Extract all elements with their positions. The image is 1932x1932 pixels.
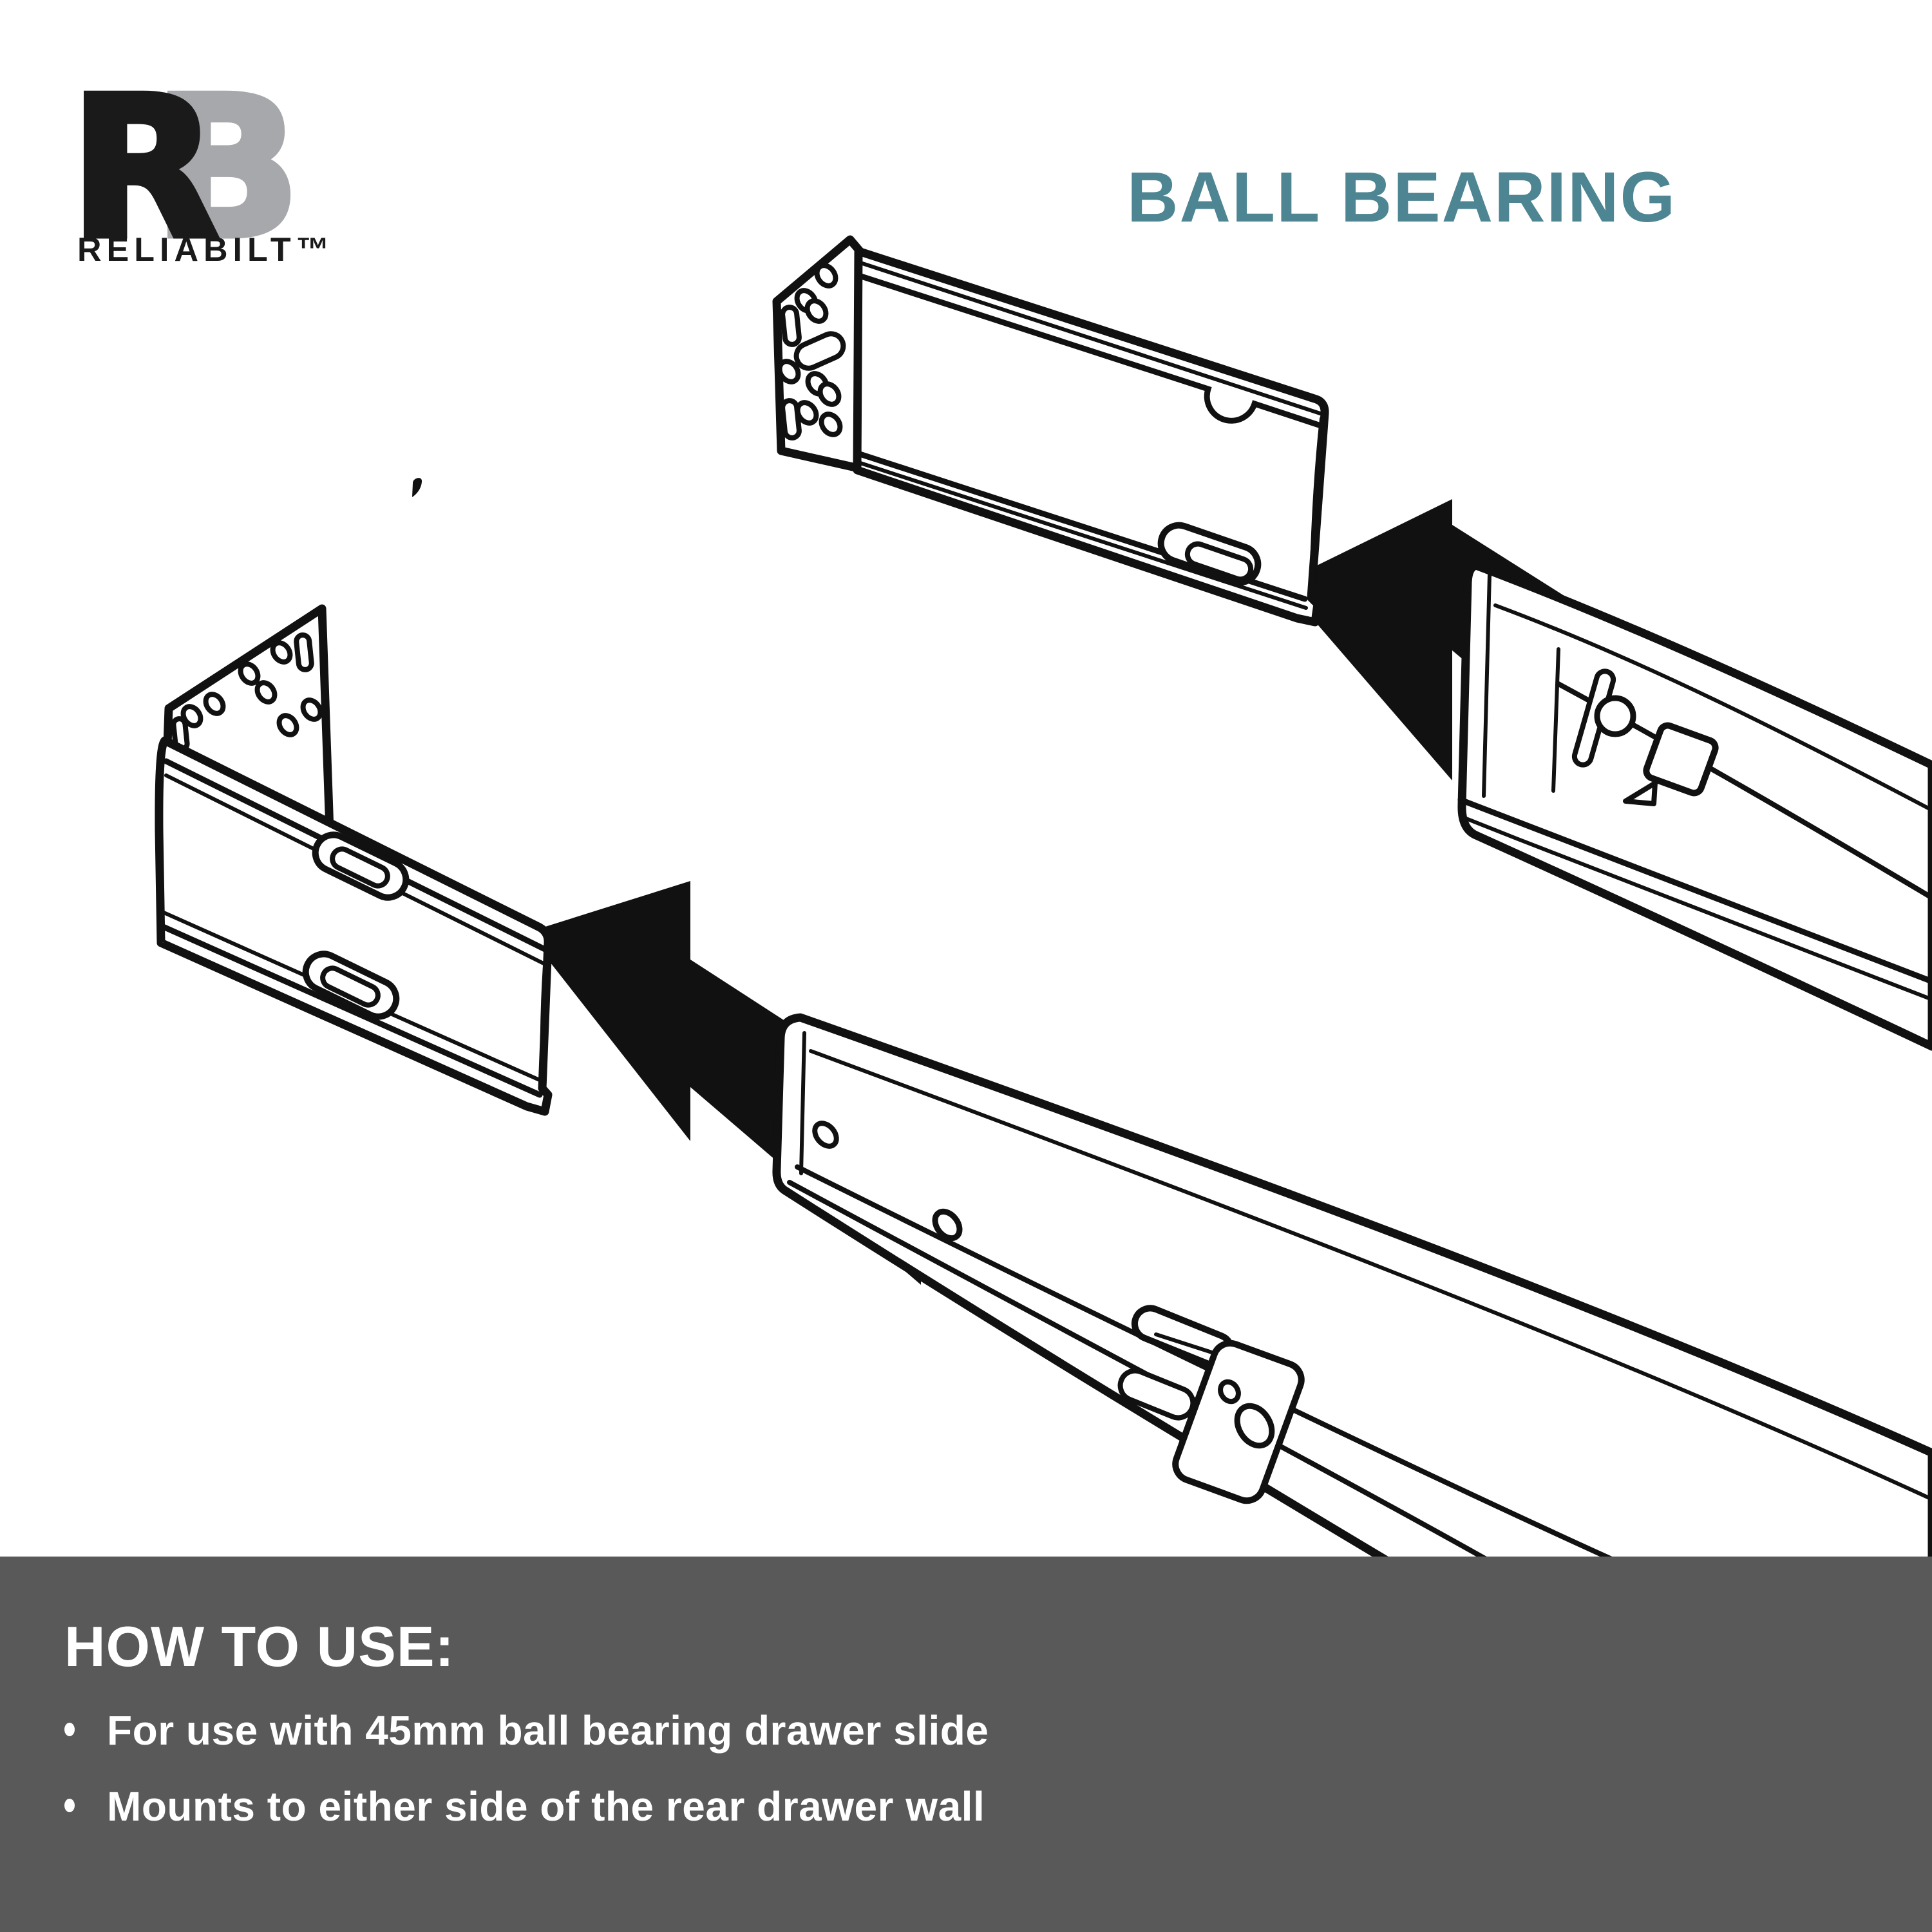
page-title: BALL BEARING	[1127, 158, 1677, 237]
bullet-dot-icon	[64, 1799, 75, 1812]
bullet-text: For use with 45mm ball bearing drawer sl…	[107, 1707, 989, 1754]
logo-letter-b: B	[150, 56, 305, 281]
apostrophe-artifact	[412, 478, 422, 497]
bullet-text: Mounts to either side of the rear drawer…	[107, 1783, 985, 1830]
bullet-dot-icon	[64, 1723, 75, 1736]
drawer-slide-right	[1457, 561, 1932, 1051]
list-item: Mounts to either side of the rear drawer…	[64, 1786, 1932, 1827]
how-to-use-title: HOW TO USE:	[64, 1615, 455, 1678]
drawer-slide-bottom	[772, 1013, 1932, 1599]
logo-letter-r: R	[66, 56, 222, 281]
brand-wordmark: RELIABILT™	[77, 231, 335, 269]
rear-bracket-left	[155, 604, 553, 1116]
how-to-use-list: For use with 45mm ball bearing drawer sl…	[0, 1710, 1932, 1827]
logo-counter-patch	[109, 91, 169, 155]
how-to-use-bar: HOW TO USE: For use with 45mm ball beari…	[0, 1557, 1932, 1932]
list-item: For use with 45mm ball bearing drawer sl…	[64, 1710, 1932, 1751]
rear-bracket-top	[772, 235, 1329, 627]
reliabilt-logo: B R RELIABILT™	[0, 0, 451, 303]
